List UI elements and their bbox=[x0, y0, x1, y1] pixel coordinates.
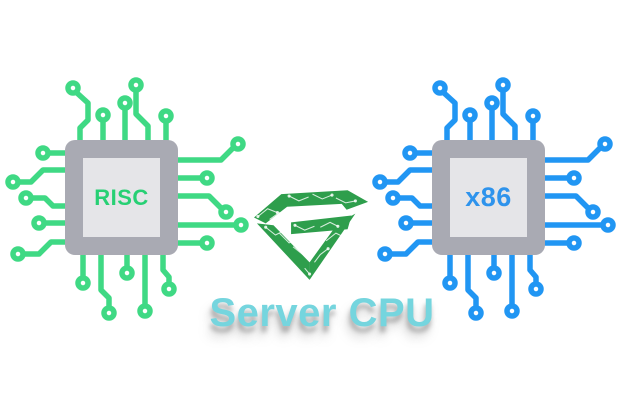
risc-cpu-illustration: RISC bbox=[5, 65, 255, 337]
title-server-cpu: Server CPU bbox=[209, 291, 435, 335]
risc-chip-label: RISC bbox=[94, 184, 149, 210]
x86-chip-label: x86 bbox=[465, 182, 512, 212]
gem-facets bbox=[254, 190, 369, 280]
gem-g-circuit-logo-icon bbox=[254, 190, 371, 283]
x86-cpu-illustration: x86 bbox=[372, 65, 620, 337]
